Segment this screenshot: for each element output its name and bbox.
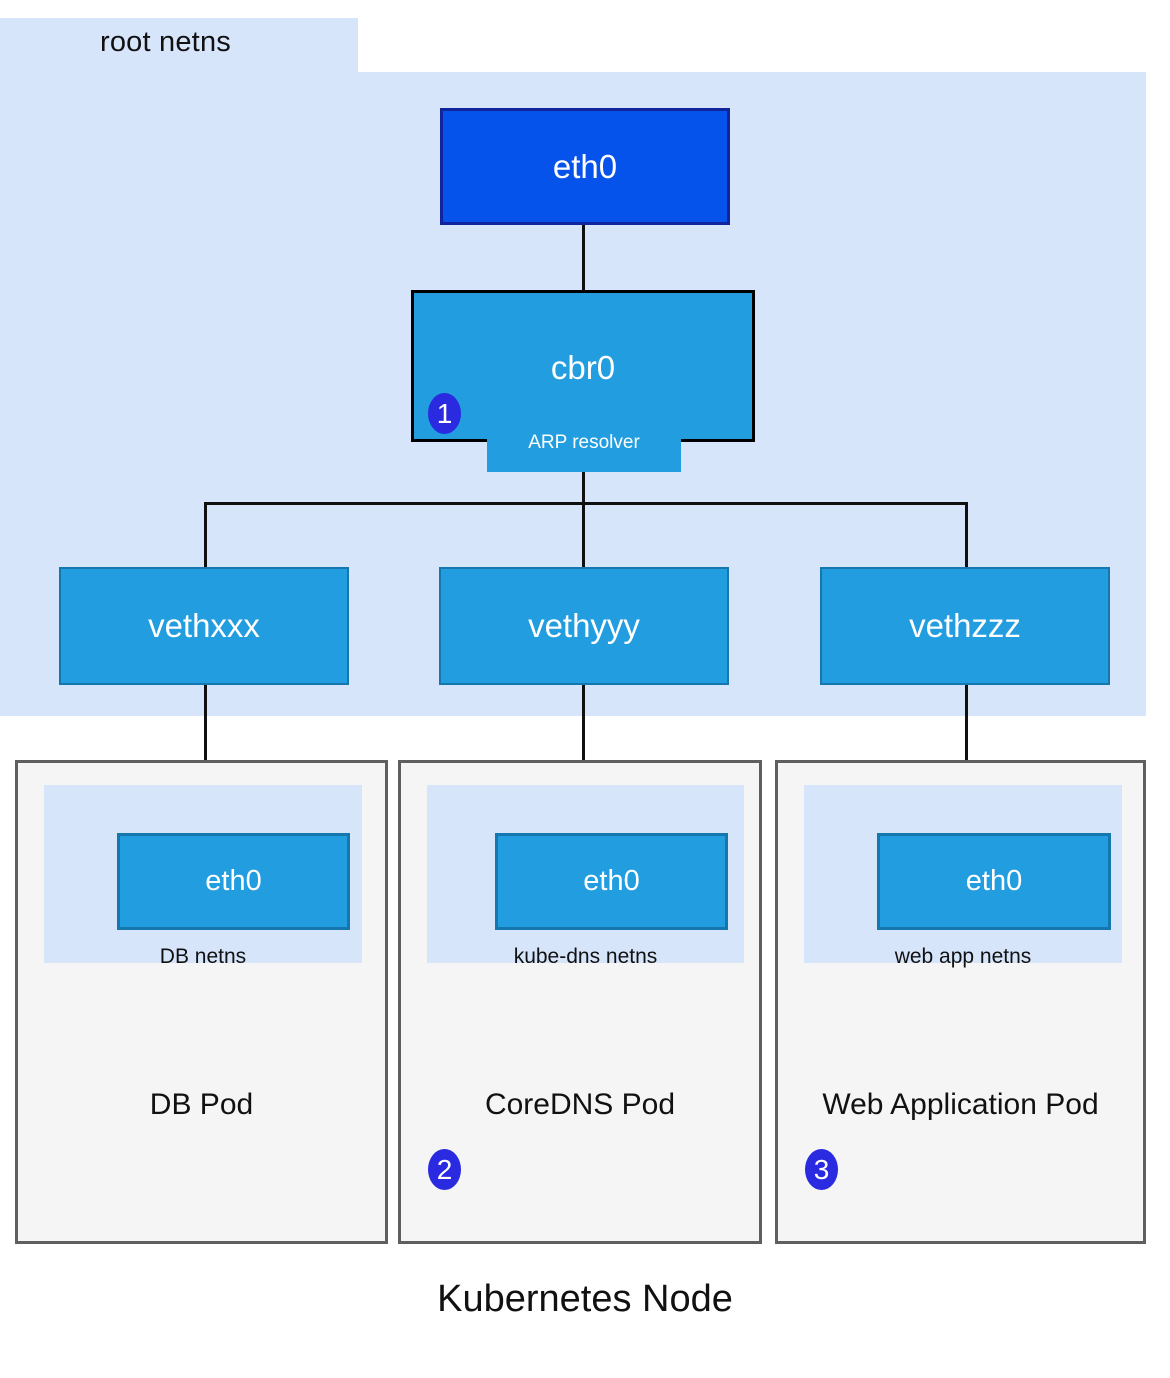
pod-webapp-netns-region: eth0 web app netns	[804, 785, 1122, 968]
pod-db-netns-label: DB netns	[159, 945, 247, 968]
connector-cbr0-to-bus	[582, 472, 585, 505]
connector-vethzzz-to-webapp-eth0	[965, 685, 968, 810]
pod-webapp-netns-label: web app netns	[894, 945, 1032, 968]
pod-webapp-title: Web Application Pod	[822, 1088, 1099, 1121]
pod-db-title: DB Pod	[149, 1088, 254, 1121]
host-eth0-box[interactable]: eth0	[440, 108, 730, 225]
step-badge-1: 1	[428, 393, 461, 434]
root-netns-tab	[0, 18, 358, 74]
step-badge-2: 2	[428, 1149, 461, 1190]
connector-eth0-to-cbr0	[582, 225, 585, 291]
pod-db-eth0-box[interactable]: eth0	[117, 833, 350, 930]
connector-bus-horizontal	[204, 502, 968, 505]
pod-coredns-eth0-box[interactable]: eth0	[495, 833, 728, 930]
veth-box-vethzzz[interactable]: vethzzz	[820, 567, 1110, 685]
step-badge-3: 3	[805, 1149, 838, 1190]
root-netns-label: root netns	[100, 26, 231, 58]
pod-coredns-title: CoreDNS Pod	[484, 1088, 676, 1121]
arp-resolver-box[interactable]: ARP resolver	[487, 414, 681, 472]
pod-db[interactable]: eth0 DB netns DB Pod	[15, 760, 388, 1244]
diagram-title: Kubernetes Node	[437, 1278, 733, 1320]
veth-box-vethxxx[interactable]: vethxxx	[59, 567, 349, 685]
pod-coredns-netns-region: eth0 kube-dns netns	[427, 785, 744, 968]
pod-coredns-netns-label: kube-dns netns	[513, 945, 658, 968]
connector-bus-to-vethyyy	[582, 502, 585, 569]
connector-bus-to-vethxxx	[204, 502, 207, 569]
pod-webapp-eth0-box[interactable]: eth0	[877, 833, 1111, 930]
pod-db-netns-region: eth0 DB netns	[44, 785, 362, 968]
veth-box-vethyyy[interactable]: vethyyy	[439, 567, 729, 685]
connector-vethxxx-to-db-eth0	[204, 685, 207, 810]
pod-coredns[interactable]: eth0 kube-dns netns CoreDNS Pod	[398, 760, 762, 1244]
connector-vethyyy-to-coredns-eth0	[582, 685, 585, 810]
connector-bus-to-vethzzz	[965, 502, 968, 569]
